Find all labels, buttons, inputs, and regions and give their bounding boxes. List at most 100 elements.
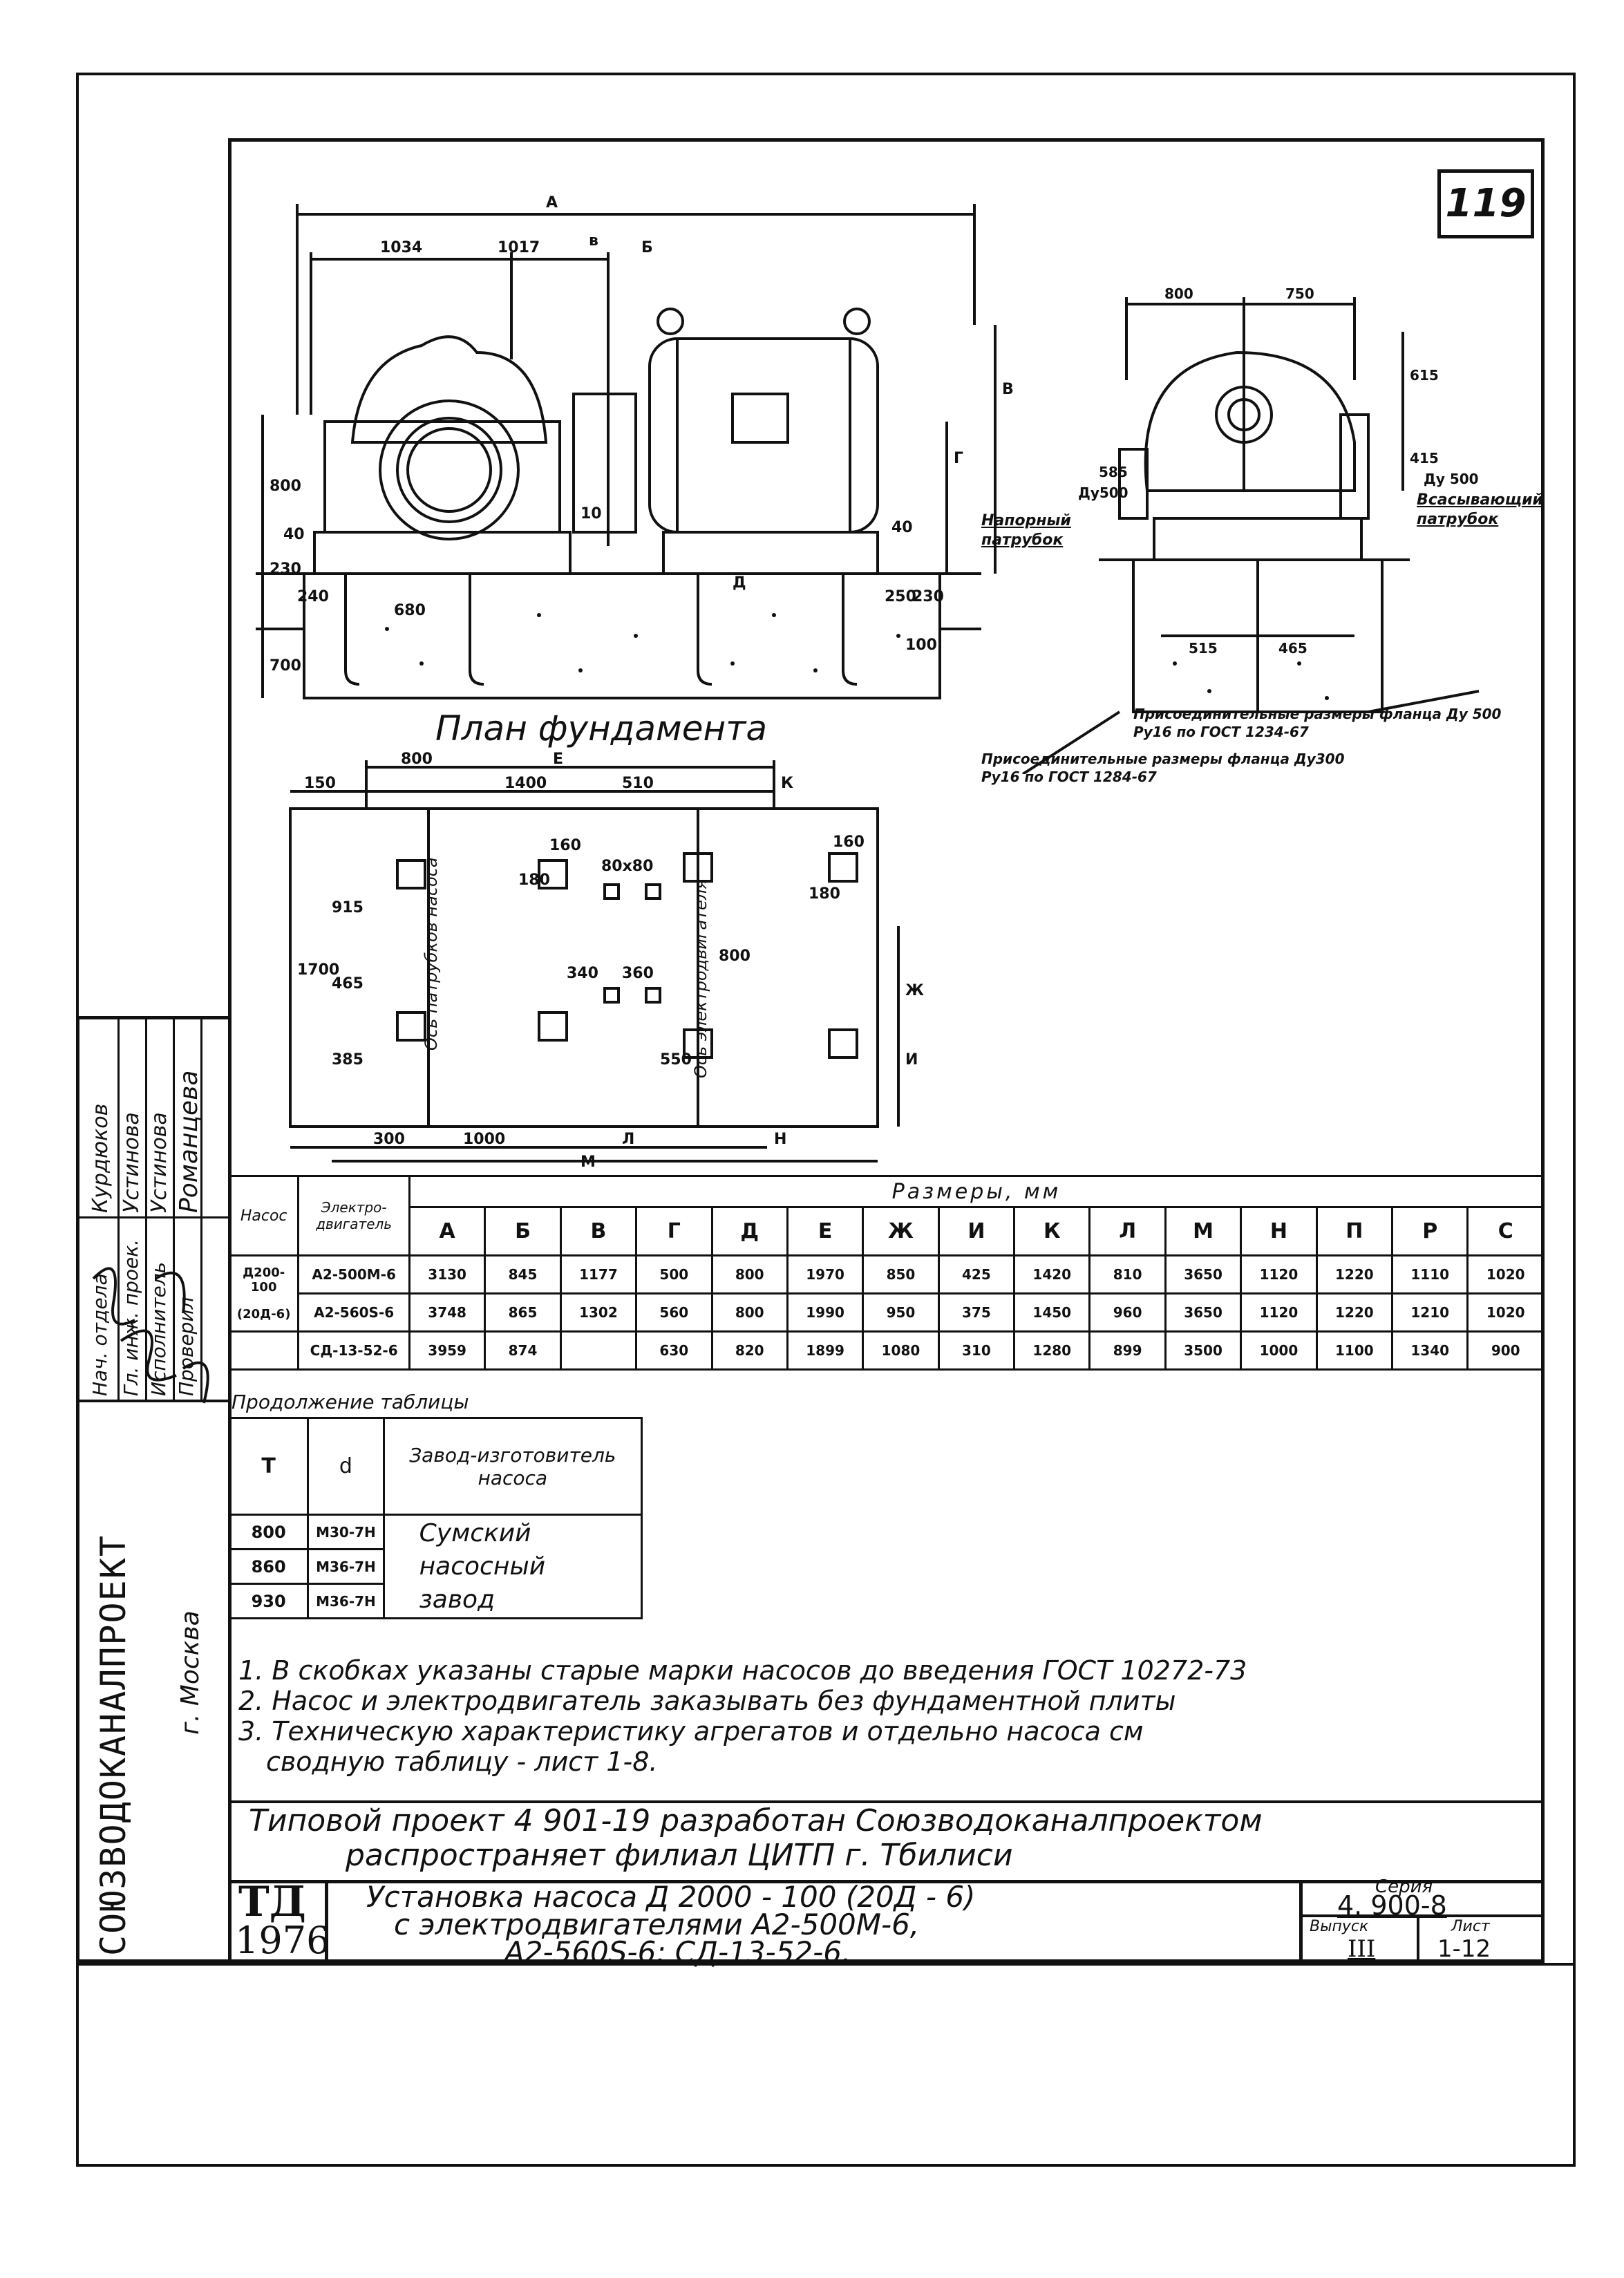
col-head-8: К bbox=[1013, 1206, 1091, 1256]
side-note-flange-2: Присоединительные размеры фланца Ду300 Р… bbox=[981, 751, 1345, 785]
value-cell: 1120 bbox=[1240, 1292, 1318, 1333]
plan-dim-360: 360 bbox=[622, 965, 654, 982]
dim-700: 700 bbox=[270, 657, 301, 675]
stamp-vypusk-value: III bbox=[1348, 1935, 1376, 1963]
t2-r0-d: М30-7Н bbox=[307, 1514, 385, 1550]
dim-1017: 1017 bbox=[498, 239, 540, 256]
plan-dim-180b: 180 bbox=[809, 885, 840, 903]
plan-dim-N: Н bbox=[774, 1131, 786, 1148]
side-view-drawing: 800 750 615 585 415 Ду500 Ду 500 515 465 bbox=[1021, 285, 1480, 774]
value-cell: 1177 bbox=[559, 1254, 638, 1295]
value-cell bbox=[559, 1330, 638, 1371]
stamp-year: 1976 bbox=[235, 1919, 330, 1962]
value-cell: 1020 bbox=[1466, 1292, 1545, 1333]
plan-dim-550: 550 bbox=[660, 1051, 692, 1069]
stamp-title: Установка насоса Д 2000 - 100 (20Д - 6) … bbox=[366, 1883, 975, 1969]
side-dim-dy500-right: Ду 500 bbox=[1424, 471, 1479, 487]
dim-230: 230 bbox=[270, 561, 301, 578]
value-cell: 1210 bbox=[1391, 1292, 1469, 1333]
dim-250: 250 bbox=[885, 588, 916, 605]
col-head-3: Г bbox=[635, 1206, 713, 1256]
value-cell: 3959 bbox=[408, 1330, 487, 1371]
plan-dim-L: Л bbox=[622, 1131, 634, 1148]
group-header: Размеры, мм bbox=[408, 1175, 1545, 1208]
dim-D: Д bbox=[733, 574, 746, 592]
plan-dim-80x80: 80x80 bbox=[601, 858, 653, 875]
value-cell: 1420 bbox=[1013, 1254, 1091, 1295]
t2-r0-T: 800 bbox=[227, 1514, 310, 1550]
value-cell: 1450 bbox=[1013, 1292, 1091, 1333]
maker-line-2: насосный bbox=[419, 1552, 546, 1581]
plan-dim-160a: 160 bbox=[549, 837, 581, 854]
col-head-13: Р bbox=[1391, 1206, 1469, 1256]
t2-r1-T: 860 bbox=[227, 1548, 310, 1585]
table2-caption: Продолжение таблицы bbox=[232, 1391, 469, 1413]
value-cell: 1220 bbox=[1315, 1254, 1394, 1295]
dim-40a: 40 bbox=[283, 526, 305, 543]
col-head-7: И bbox=[937, 1206, 1016, 1256]
t2-head-d: d bbox=[307, 1417, 385, 1516]
name-4: Романцева bbox=[175, 1070, 203, 1213]
stamp-title-line-2: с электродвигателями А2-500М-6, bbox=[394, 1908, 920, 1941]
name-3: Устинова bbox=[147, 1112, 171, 1213]
value-cell: 810 bbox=[1088, 1254, 1167, 1295]
value-cell: 1000 bbox=[1240, 1330, 1318, 1371]
value-cell: 1340 bbox=[1391, 1330, 1469, 1371]
side-dim-800: 800 bbox=[1164, 285, 1193, 302]
motor-cell: А2-500М-6 bbox=[297, 1254, 410, 1295]
value-cell: 1020 bbox=[1466, 1254, 1545, 1295]
name-2: Устинова bbox=[120, 1112, 144, 1213]
dim-VV: В bbox=[1002, 381, 1014, 398]
t2-maker-cell: Сумский насосный завод bbox=[382, 1514, 643, 1619]
dim-1034: 1034 bbox=[380, 239, 422, 256]
value-cell: 1220 bbox=[1315, 1292, 1394, 1333]
plan-dim-Zh: Ж bbox=[905, 982, 924, 999]
side-label-discharge: Напорный патрубок bbox=[981, 512, 1071, 549]
typical-project: Типовой проект 4 901-19 разработан Союзв… bbox=[249, 1804, 1263, 1873]
stamp-title-line-3: А2-560S-6; СД-13-52-6. bbox=[504, 1935, 851, 1969]
dim-A: А bbox=[546, 194, 558, 211]
value-cell: 1120 bbox=[1240, 1254, 1318, 1295]
value-cell: 500 bbox=[635, 1254, 713, 1295]
col-head-14: С bbox=[1466, 1206, 1545, 1256]
value-cell: 1970 bbox=[786, 1254, 865, 1295]
plan-dim-160b: 160 bbox=[833, 834, 865, 851]
value-cell: 850 bbox=[862, 1254, 940, 1295]
value-cell: 3748 bbox=[408, 1292, 487, 1333]
t2-r2-T: 930 bbox=[227, 1583, 310, 1619]
value-cell: 1100 bbox=[1315, 1330, 1394, 1371]
value-cell: 1080 bbox=[862, 1330, 940, 1371]
stamp-seria-label: Серия bbox=[1375, 1876, 1433, 1897]
stamp-td: ТД bbox=[238, 1878, 306, 1926]
value-cell: 874 bbox=[484, 1330, 562, 1371]
note-3: 3. Техническую характеристику агрегатов … bbox=[238, 1716, 1144, 1747]
t2-r2-d: М36-7Н bbox=[307, 1583, 385, 1619]
value-cell: 310 bbox=[937, 1330, 1016, 1371]
plan-dim-800: 800 bbox=[401, 751, 433, 768]
side-label-suction: Всасывающий патрубок bbox=[1417, 491, 1543, 528]
signatures bbox=[92, 1267, 209, 1404]
plan-dim-340: 340 bbox=[567, 965, 598, 982]
pump-name-1: Д200-100 bbox=[243, 1265, 285, 1295]
value-cell: 820 bbox=[710, 1330, 789, 1371]
value-cell: 950 bbox=[862, 1292, 940, 1333]
plan-dim-385: 385 bbox=[332, 1051, 363, 1069]
pump-empty-cell bbox=[227, 1330, 300, 1371]
plan-dim-I: И bbox=[905, 1051, 918, 1069]
dim-680: 680 bbox=[394, 602, 426, 619]
plan-drawing: 800 Е 150 1400 510 К 160 80x80 160 180 1… bbox=[289, 751, 924, 1168]
notes: 1. В скобках указаны старые марки насосо… bbox=[238, 1655, 1247, 1777]
col-head-1: Б bbox=[484, 1206, 562, 1256]
motor-cell: А2-560S-6 bbox=[297, 1292, 410, 1333]
note-3-cont: сводную таблицу - лист 1-8. bbox=[266, 1747, 658, 1777]
pump-name-2: (20Д-6) bbox=[236, 1307, 291, 1321]
plan-dim-510: 510 bbox=[622, 775, 654, 792]
side-dim-515: 515 bbox=[1189, 640, 1218, 657]
stamp-vypusk-label: Выпуск bbox=[1310, 1918, 1369, 1935]
stamp-list-label: Лист bbox=[1451, 1918, 1490, 1935]
note-1: 1. В скобках указаны старые марки насосо… bbox=[238, 1655, 1247, 1686]
value-cell: 3130 bbox=[408, 1254, 487, 1295]
typical-project-line-1: Типовой проект 4 901-19 разработан Союзв… bbox=[249, 1803, 1263, 1838]
plan-dim-E: Е bbox=[553, 751, 563, 768]
col-pump: Насос bbox=[227, 1175, 300, 1256]
